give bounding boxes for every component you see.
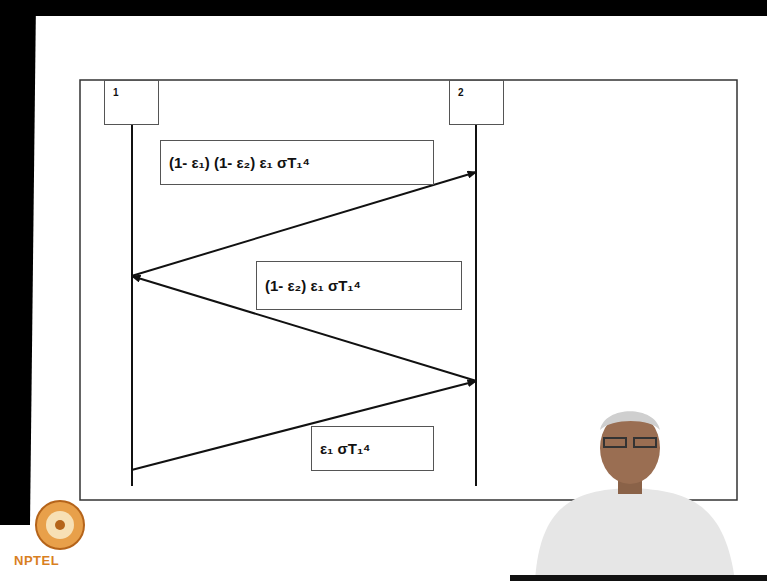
lifeline-head: 1 xyxy=(104,80,159,125)
flux-expression: (1- ε₁) (1- ε₂) ε₁ σT₁⁴ xyxy=(169,154,310,171)
radiation-ray xyxy=(132,381,477,470)
watermark-text: NPTEL xyxy=(14,553,59,568)
lifeline-head: 2 xyxy=(449,80,504,125)
flux-label-box: (1- ε₂) ε₁ σT₁⁴ xyxy=(256,261,462,310)
nptel-logo xyxy=(36,501,84,549)
presenter xyxy=(510,411,767,581)
flux-expression: ε₁ σT₁⁴ xyxy=(320,440,371,457)
flux-label-box: ε₁ σT₁⁴ xyxy=(311,426,434,471)
flux-expression: (1- ε₂) ε₁ σT₁⁴ xyxy=(265,277,361,294)
lifeline-number: 1 xyxy=(113,87,119,98)
flux-label-box: (1- ε₁) (1- ε₂) ε₁ σT₁⁴ xyxy=(160,140,434,185)
lifeline-number: 2 xyxy=(458,87,464,98)
